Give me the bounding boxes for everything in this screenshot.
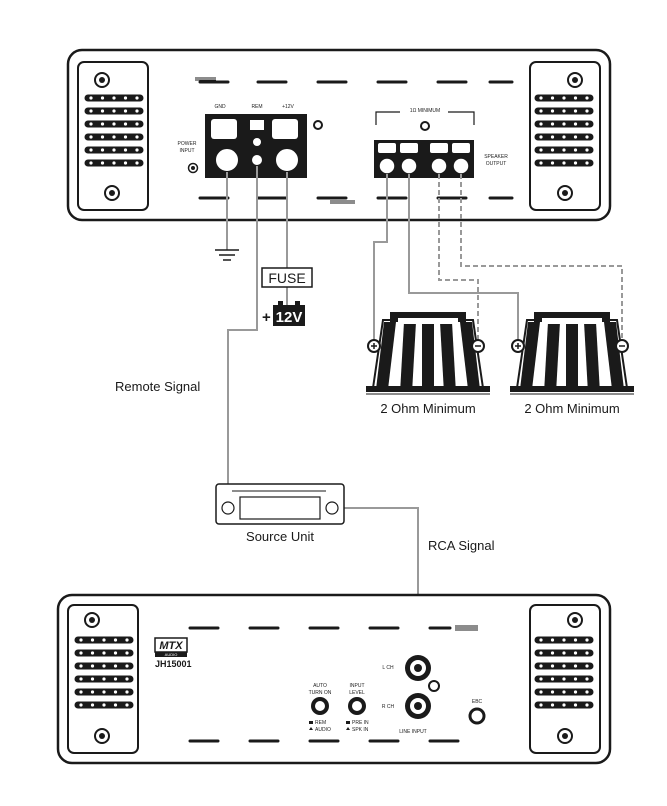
auto-turn-on-label-2: TURN ON <box>309 690 332 696</box>
input-level-label-2: LEVEL <box>349 690 365 696</box>
battery-plus-sign: + <box>262 309 271 326</box>
speaker-left-label: 2 Ohm Minimum <box>380 401 475 416</box>
rca-left-jack[interactable] <box>405 655 431 681</box>
svg-text:MTX: MTX <box>159 640 183 652</box>
speaker-right <box>510 312 634 395</box>
level-option-spk-in: SPK IN <box>352 727 369 733</box>
fuse: FUSE <box>261 267 313 288</box>
top-amplifier: GND REM +12V POWER INPUT 1Ω MINIMUM <box>66 48 612 222</box>
rem-label: REM <box>251 104 262 110</box>
source-unit-label: Source Unit <box>246 529 314 544</box>
top-amp-left-heatsink <box>77 61 149 211</box>
speaker-output-label-1: SPEAKER <box>484 154 508 160</box>
auto-option-rem: REM <box>315 720 326 726</box>
bottom-amp-left-heatsink <box>67 604 139 754</box>
battery-label: 12V <box>276 309 303 326</box>
source-unit <box>215 483 345 525</box>
auto-turn-on-label-1: AUTO <box>313 683 327 689</box>
l-ch-label: L CH <box>382 665 394 671</box>
power-input-label-2: INPUT <box>180 148 195 154</box>
battery-icon: + 12V <box>262 301 305 326</box>
speaker-left <box>366 312 490 395</box>
mtx-logo-icon: MTX AUDIO <box>154 637 188 657</box>
speaker-output-label-2: OUTPUT <box>486 161 507 167</box>
auto-turn-on-switch[interactable] <box>311 697 329 715</box>
ground-symbol-icon <box>215 249 239 261</box>
rca-signal-label: RCA Signal <box>428 538 495 553</box>
model-number: JH15001 <box>155 659 192 669</box>
wiring <box>215 166 623 668</box>
input-level-label-1: INPUT <box>350 683 365 689</box>
line-input-label: LINE INPUT <box>399 729 427 735</box>
input-level-switch[interactable] <box>348 697 366 715</box>
power-input-label-1: POWER <box>178 141 197 147</box>
svg-text:AUDIO: AUDIO <box>165 652 178 657</box>
bottom-amplifier: MTX AUDIO JH15001 AUTO TURN ON REM AUDIO… <box>56 593 612 765</box>
ebc-label: EBC <box>472 699 483 705</box>
rca-right-jack[interactable] <box>405 693 431 719</box>
fuse-label: FUSE <box>268 270 305 286</box>
minimum-label: 1Ω MINIMUM <box>410 108 440 114</box>
top-amp-right-heatsink <box>529 61 601 211</box>
remote-signal-label: Remote Signal <box>115 379 200 394</box>
bottom-amp-right-heatsink <box>529 604 601 754</box>
plus12v-label: +12V <box>282 104 294 110</box>
ebc-port[interactable] <box>468 707 486 725</box>
auto-option-audio: AUDIO <box>315 727 331 733</box>
speaker-right-label: 2 Ohm Minimum <box>524 401 619 416</box>
gnd-label: GND <box>214 104 226 110</box>
r-ch-label: R CH <box>382 704 395 710</box>
level-option-pre-in: PRE IN <box>352 720 369 726</box>
speaker-terminal-block <box>374 140 474 178</box>
